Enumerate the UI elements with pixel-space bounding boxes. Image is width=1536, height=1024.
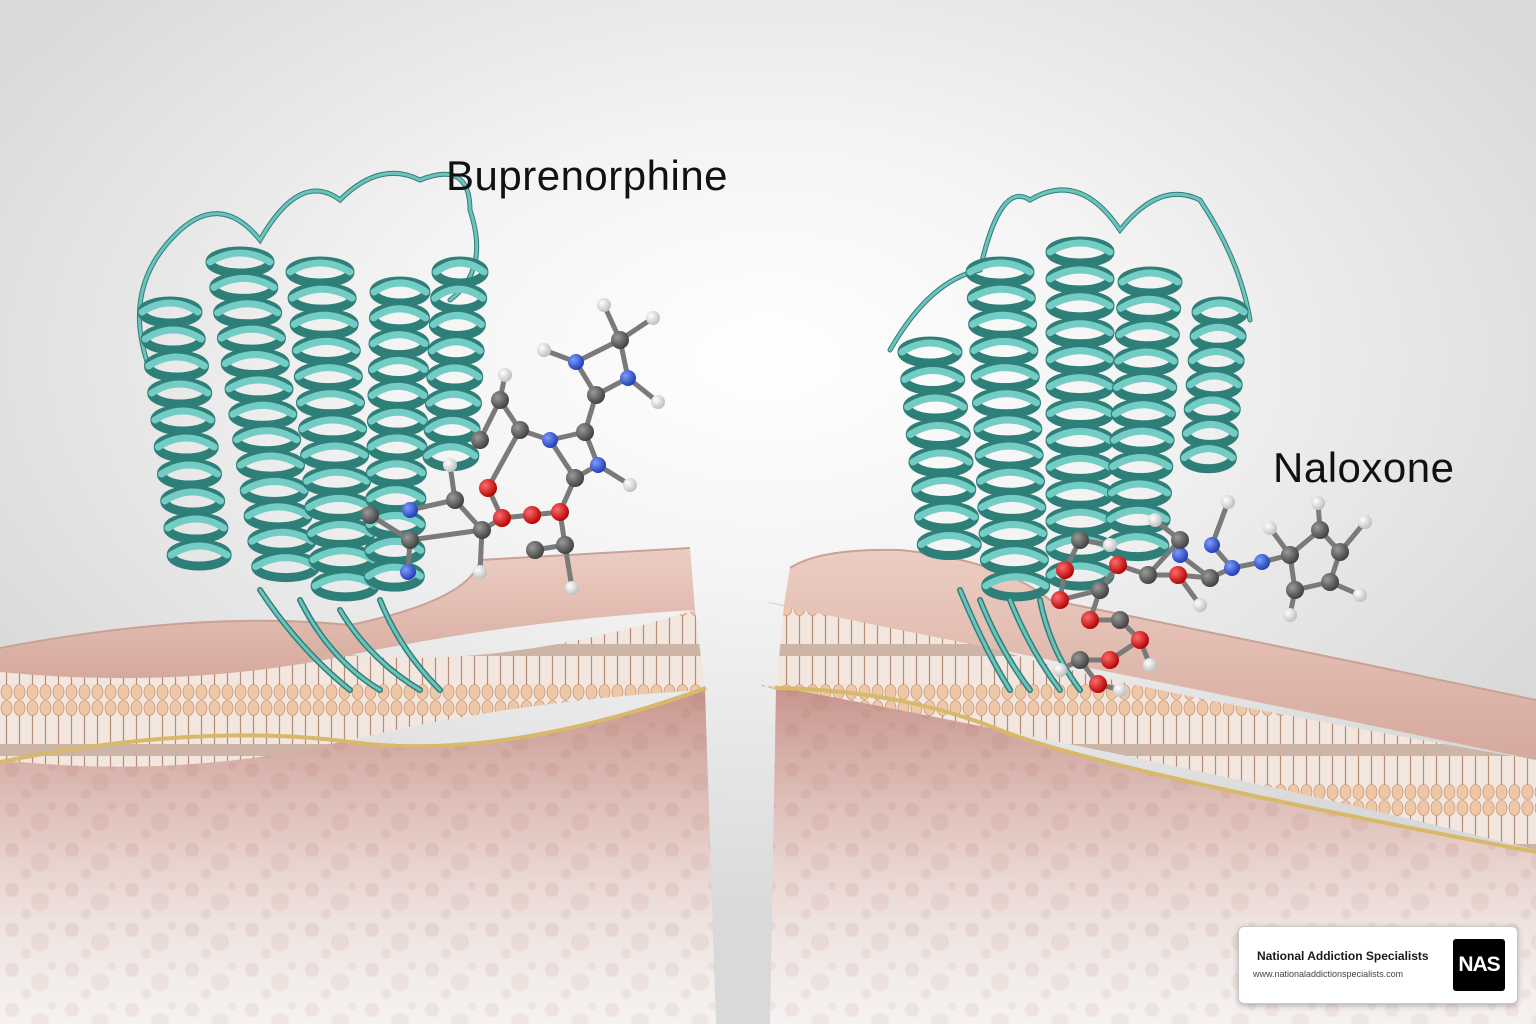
buprenorphine-molecule: [361, 298, 665, 595]
atom-C: [1139, 566, 1157, 584]
atom-O: [479, 479, 497, 497]
atom-N: [568, 354, 584, 370]
atom-H: [1143, 658, 1157, 672]
atom-C: [1331, 543, 1349, 561]
atom-H: [537, 343, 551, 357]
right-top-surface: [765, 549, 1536, 760]
logo-url: www.nationaladdictionspecialists.com: [1253, 969, 1404, 979]
helix: [897, 336, 982, 560]
atom-C: [1071, 651, 1089, 669]
atom-N: [1172, 547, 1188, 563]
atom-H: [1358, 515, 1372, 529]
atom-O: [1089, 675, 1107, 693]
atom-C: [446, 491, 464, 509]
atom-O: [551, 503, 569, 521]
atom-N: [402, 502, 418, 518]
helix: [1179, 296, 1249, 474]
atom-H: [1113, 683, 1127, 697]
atom-H: [1283, 608, 1297, 622]
atom-C: [491, 391, 509, 409]
naloxone-label: Naloxone: [1273, 444, 1455, 491]
atom-H: [651, 395, 665, 409]
helix: [363, 276, 431, 592]
atom-C: [576, 423, 594, 441]
atom-C: [1321, 573, 1339, 591]
left-protein-ribbon: [136, 170, 489, 693]
atom-O: [493, 509, 511, 527]
atom-H: [1148, 513, 1162, 527]
atom-N: [542, 432, 558, 448]
left-yellow-line: [0, 686, 707, 764]
atom-O: [1101, 651, 1119, 669]
atom-N: [590, 457, 606, 473]
atom-C: [556, 536, 574, 554]
right-yellow-line: [774, 686, 1536, 854]
atom-C: [1201, 569, 1219, 587]
atom-H: [1263, 521, 1277, 535]
atom-C: [1311, 521, 1329, 539]
atom-C: [1281, 546, 1299, 564]
left-membrane: [0, 547, 716, 1024]
left-lipid-bilayer: [0, 610, 705, 767]
helix: [422, 256, 489, 472]
atom-C: [1071, 531, 1089, 549]
atom-C: [471, 431, 489, 449]
atom-H: [1311, 496, 1325, 510]
atom-H: [1353, 588, 1367, 602]
atom-O: [1109, 556, 1127, 574]
bond: [485, 427, 523, 491]
atom-N: [620, 370, 636, 386]
logo-card: National Addiction Specialists www.natio…: [1238, 926, 1518, 1004]
atom-C: [1091, 581, 1109, 599]
atom-C: [1286, 581, 1304, 599]
atom-C: [566, 469, 584, 487]
helix: [205, 246, 321, 583]
atom-H: [1053, 663, 1067, 677]
atom-C: [1171, 531, 1189, 549]
atom-N: [400, 564, 416, 580]
atom-O: [523, 506, 541, 524]
atom-N: [1254, 554, 1270, 570]
atom-H: [498, 368, 512, 382]
left-top-surface: [0, 548, 695, 679]
helix: [1104, 266, 1183, 562]
atom-O: [1081, 611, 1099, 629]
atom-O: [1056, 561, 1074, 579]
atom-C: [587, 386, 605, 404]
atom-N: [1224, 560, 1240, 576]
atom-C: [361, 506, 379, 524]
atom-H: [597, 298, 611, 312]
atom-H: [1193, 598, 1207, 612]
atom-C: [1111, 611, 1129, 629]
atom-C: [401, 531, 419, 549]
naloxone-molecule: [1051, 495, 1372, 697]
helix: [965, 256, 1051, 602]
atom-H: [1221, 495, 1235, 509]
atom-N: [1204, 537, 1220, 553]
atom-H: [565, 581, 579, 595]
atom-O: [1169, 566, 1187, 584]
atom-H: [443, 458, 457, 472]
helix: [1045, 236, 1115, 591]
logo-company-name: National Addiction Specialists: [1257, 949, 1429, 963]
atom-H: [646, 311, 660, 325]
atom-H: [473, 565, 487, 579]
right-lipid-bilayer: [760, 605, 1536, 850]
atom-C: [473, 521, 491, 539]
buprenorphine-label: Buprenorphine: [446, 152, 729, 199]
atom-C: [511, 421, 529, 439]
atom-O: [1051, 591, 1069, 609]
bond: [407, 527, 485, 543]
atom-H: [1103, 538, 1117, 552]
atom-H: [623, 478, 637, 492]
logo-mark: NAS: [1453, 939, 1505, 991]
right-protein-ribbon: [887, 187, 1253, 693]
atom-C: [611, 331, 629, 349]
helix: [137, 296, 232, 571]
atom-C: [526, 541, 544, 559]
atom-O: [1131, 631, 1149, 649]
